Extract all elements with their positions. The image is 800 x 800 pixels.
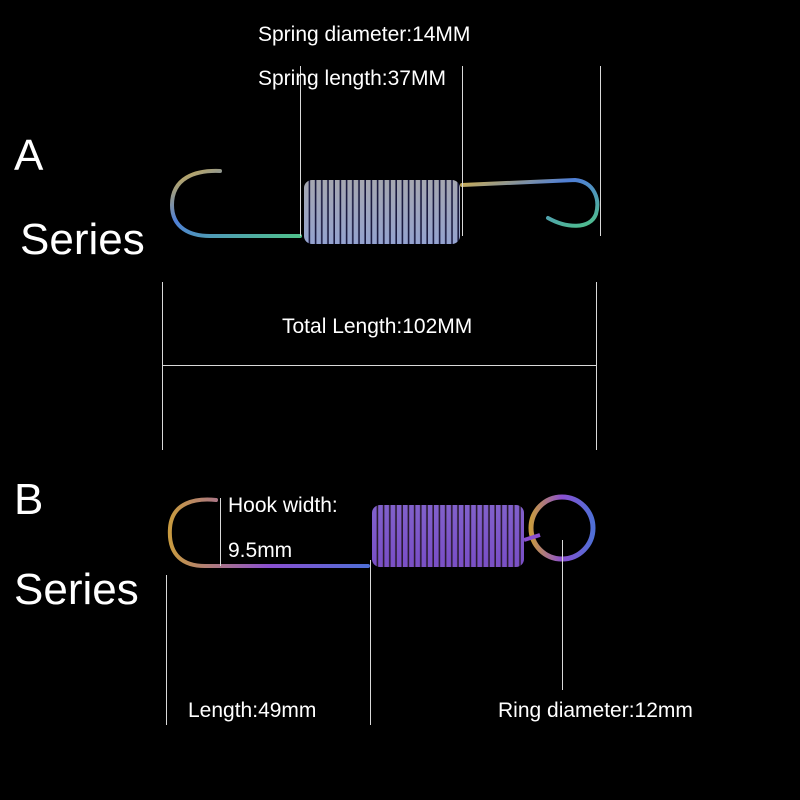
spring-b (167, 494, 596, 568)
hook-width-guide (220, 498, 221, 566)
spring-diameter-label: Spring diameter:14MM (258, 23, 471, 46)
spring-length-label: Spring length:37MM (258, 67, 446, 90)
hook-width-label-line2: 9.5mm (228, 539, 293, 562)
series-b-letter: B (14, 475, 44, 524)
length-guide-right (370, 560, 371, 725)
series-a-letter: A (14, 131, 44, 180)
hook-width-label-line1: Hook width: (228, 494, 338, 517)
series-a-word: Series (20, 215, 145, 264)
series-b-word: Series (14, 565, 139, 614)
ring-diameter-label: Ring diameter:12mm (498, 699, 693, 722)
spring-end-guide (600, 66, 601, 236)
total-length-dimension-line (162, 365, 596, 366)
total-length-label: Total Length:102MM (282, 315, 473, 338)
spring-diameter-guide-left (300, 66, 301, 236)
total-length-guide-left (162, 282, 163, 450)
ring-diameter-guide (562, 540, 563, 690)
spring-diameter-guide-right (462, 66, 463, 236)
length-guide-left (166, 575, 167, 725)
total-length-guide-right (596, 282, 597, 450)
length-label: Length:49mm (188, 699, 317, 722)
spring-a (169, 168, 600, 244)
